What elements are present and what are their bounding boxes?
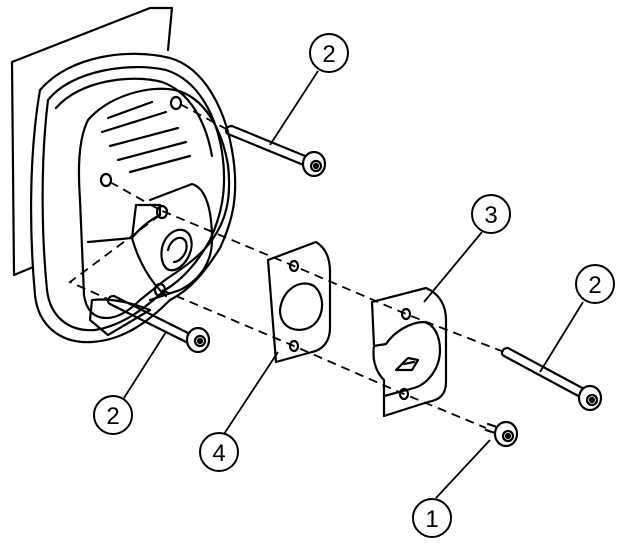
exhaust-recess	[148, 182, 214, 302]
gasket-hole-top	[288, 259, 300, 273]
callout-label-4: 4	[212, 440, 225, 467]
exhaust-port-inner	[166, 236, 188, 264]
callout-circle-4	[199, 432, 239, 472]
muffler-face	[77, 87, 231, 320]
align-line-upper	[109, 181, 505, 353]
gasket-hole-bottom	[288, 339, 300, 353]
screw-socket	[504, 432, 512, 440]
muffler-hole-left	[99, 172, 113, 188]
arrestor-bracket	[370, 286, 448, 418]
callout-label-2-right: 2	[588, 272, 601, 299]
arrestor-hole-top	[400, 307, 412, 321]
callout-label-2-top: 2	[322, 41, 335, 68]
background-flange	[10, 6, 174, 277]
align-line-lower	[161, 289, 487, 429]
callout-label-2-left: 2	[106, 403, 119, 430]
bolt-top-socket	[312, 162, 320, 170]
fin-4	[116, 140, 188, 162]
callout-label-1: 1	[425, 506, 438, 533]
arrestor-port	[394, 356, 420, 372]
muffler-body	[29, 52, 237, 344]
arrestor-hole-bottom	[398, 387, 410, 401]
callout-label-3: 3	[484, 202, 497, 229]
bolt-right-socket	[588, 396, 596, 404]
leader-2-top	[269, 70, 319, 146]
gasket-port	[278, 282, 324, 331]
bolt-left-socket	[196, 337, 204, 345]
leader-1	[435, 439, 491, 499]
gasket	[266, 240, 332, 364]
callout-circle-2-right	[575, 264, 615, 304]
muffler-hole-top	[169, 95, 183, 111]
bolt-left-shank	[108, 294, 192, 344]
fin-5	[128, 154, 192, 174]
leader-3	[423, 231, 483, 303]
fin-2	[100, 110, 168, 134]
callout-circle-3	[471, 194, 511, 234]
fin-1	[106, 100, 154, 120]
leader-2-left	[123, 331, 167, 399]
align-line-top-bolt	[179, 103, 229, 131]
leader-2-right	[539, 301, 584, 373]
bolt-right-shank	[502, 346, 588, 400]
align-line-bracket-diag	[68, 214, 161, 301]
arrestor-port-inner	[402, 360, 416, 366]
fin-3	[108, 126, 180, 148]
callout-circle-2-left	[93, 395, 133, 435]
callout-circle-1	[412, 498, 452, 538]
exhaust-port	[160, 228, 193, 272]
bolt-top-shank	[226, 124, 312, 168]
muffler-rim-1	[41, 65, 226, 332]
callout-circle-2-top	[309, 33, 349, 73]
bracket-hole-bottom	[153, 282, 167, 298]
arrestor-bracket-fold	[372, 320, 442, 398]
leader-4	[223, 351, 279, 435]
muffler-rim-2	[54, 77, 214, 158]
